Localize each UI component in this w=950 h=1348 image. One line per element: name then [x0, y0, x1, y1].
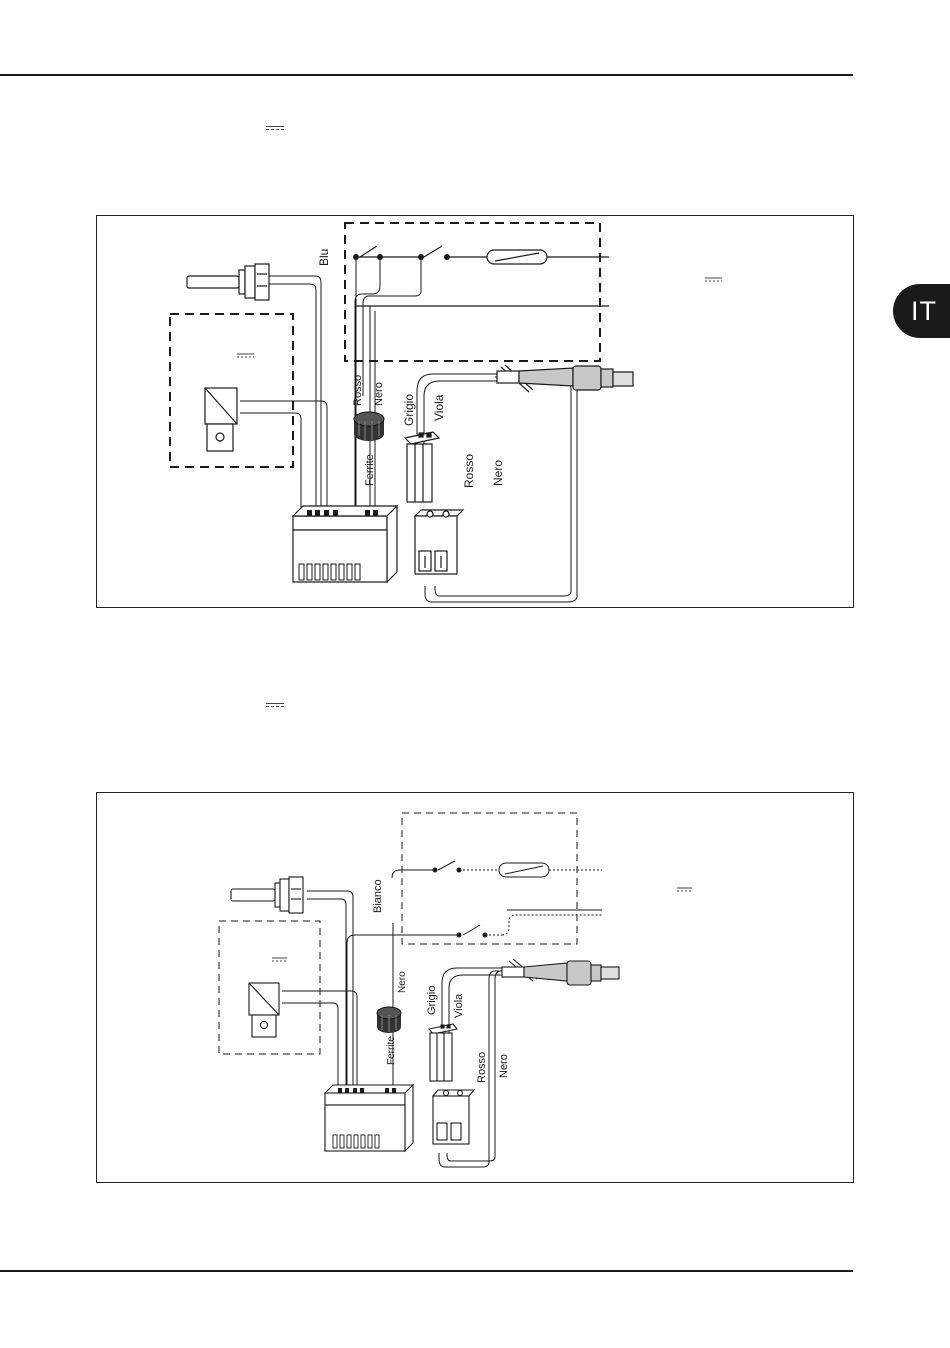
wire-label-ferrite: Ferrite	[386, 1036, 397, 1065]
transformer-icon	[249, 983, 279, 1037]
terminal-block-2pole	[415, 510, 463, 574]
dc-symbol	[266, 703, 284, 709]
wire-label-rosso-bottom: Rosso	[476, 1052, 488, 1083]
wiring-diagram-2-svg: Bianco Nero Grigio Viola Ferrite Rosso N…	[97, 793, 855, 1184]
terminal-block-main	[293, 506, 397, 582]
wire-label-viola: Viola	[432, 394, 446, 421]
probe-icon	[231, 877, 303, 913]
cable-connector-icon	[502, 959, 619, 985]
probe-icon	[187, 264, 269, 300]
wire-label-nero: Nero	[373, 382, 385, 406]
control-box-outline	[345, 223, 600, 361]
ferrite-icon	[354, 412, 384, 441]
wire-label-grigio: Grigio	[402, 394, 416, 426]
dc-symbol-diagram1	[237, 278, 722, 357]
wire-label-bianco: Bianco	[372, 879, 384, 913]
wire-label-ferrite: Ferrite	[364, 454, 376, 486]
wire-label-blu: Blu	[317, 249, 331, 266]
terminal-block-small	[429, 1024, 457, 1081]
dc-symbol	[266, 126, 284, 132]
ferrite-icon	[377, 1007, 401, 1033]
cable-connector-icon	[497, 365, 633, 392]
wire-label-rosso-bottom: Rosso	[462, 454, 476, 488]
terminal-block-small	[405, 432, 439, 502]
transformer-icon	[205, 388, 237, 451]
wire-label-viola: Viola	[453, 993, 465, 1018]
control-box-outline	[402, 813, 577, 944]
wire-label-rosso: Rosso	[352, 375, 364, 406]
language-tab: IT	[893, 284, 950, 338]
wire-label-nero: Nero	[397, 971, 408, 993]
wire-label-grigio: Grigio	[426, 986, 438, 1015]
wiring-diagram-1-svg: Blu Rosso Nero Grigio Viola Ferrite Ross…	[97, 216, 855, 609]
wiring-diagram-2: Bianco Nero Grigio Viola Ferrite Rosso N…	[96, 792, 854, 1183]
terminal-block-main	[325, 1085, 413, 1151]
wire-label-nero-bottom: Nero	[491, 460, 505, 486]
wire-label-nero-bottom: Nero	[498, 1054, 510, 1078]
terminal-block-2pole	[433, 1090, 474, 1144]
footer-rule	[0, 1270, 853, 1272]
wiring-diagram-1: Blu Rosso Nero Grigio Viola Ferrite Ross…	[96, 215, 854, 608]
header-rule	[0, 74, 853, 76]
